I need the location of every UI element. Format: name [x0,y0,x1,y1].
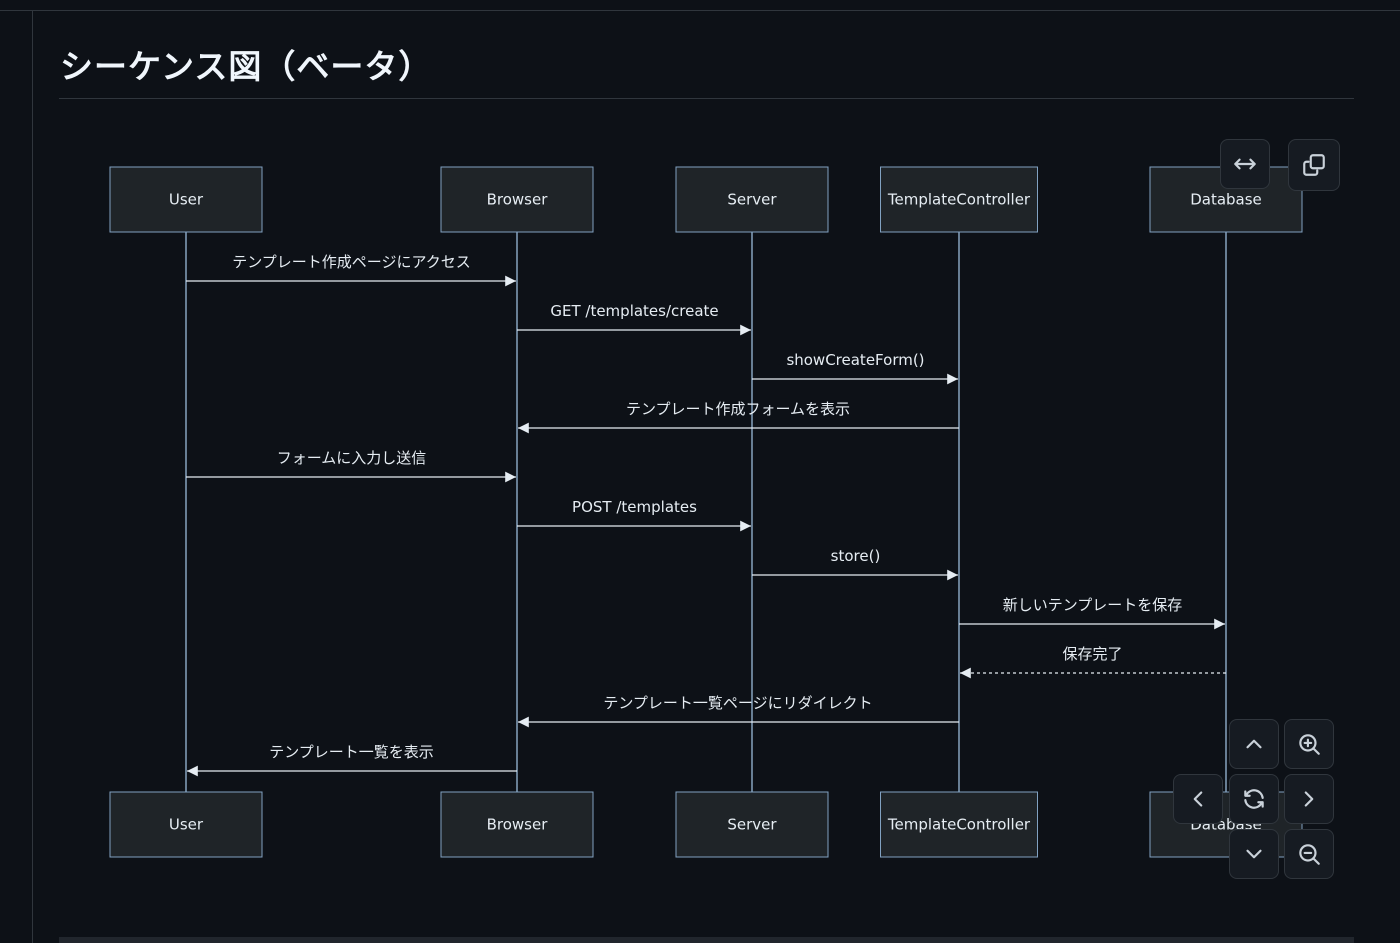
expand-icon [1234,158,1256,170]
pan-down-button[interactable] [1229,829,1279,879]
left-border [32,10,33,943]
message-label: 保存完了 [1062,645,1122,663]
message-9: 保存完了 [960,645,1226,679]
chevron-left-icon [1193,791,1203,807]
message-2: GET /templates/create [517,302,751,336]
pan-left-button[interactable] [1173,774,1223,824]
chevron-up-icon [1246,739,1262,749]
copy-button[interactable] [1288,139,1340,191]
top-border [0,0,1400,11]
pan-up-button[interactable] [1229,719,1279,769]
actor-box [675,791,829,858]
copy-icon [1303,154,1325,176]
pan-right-button[interactable] [1284,774,1334,824]
actor-browser-bottom: Browser [440,791,594,858]
actor-box [109,791,263,858]
actor-template-controller-bottom: TemplateController [880,791,1038,858]
reset-icon [1244,789,1264,809]
zoom-in-button[interactable] [1284,719,1334,769]
expand-button[interactable] [1220,139,1270,189]
chevron-down-icon [1246,849,1262,859]
actor-browser-top: Browser [440,166,594,233]
zoom-in-icon [1299,734,1320,755]
message-label: store() [831,547,881,565]
actor-box [109,166,263,233]
page-title: シーケンス図（ベータ） [60,47,433,86]
zoom-out-icon [1299,844,1320,865]
message-6: POST /templates [517,498,751,532]
chevron-right-icon [1304,791,1314,807]
actor-server-bottom: Server [675,791,829,858]
actor-label: User [169,191,204,209]
zoom-out-button[interactable] [1284,829,1334,879]
actor-label: Browser [487,191,549,209]
message-label: POST /templates [572,498,697,516]
message-label: フォームに入力し送信 [277,449,427,467]
actor-label: TemplateController [887,816,1031,834]
actor-label: Server [727,191,777,209]
message-label: テンプレート作成フォームを表示 [626,400,850,418]
message-label: GET /templates/create [550,302,718,320]
message-label: showCreateForm() [786,351,924,369]
actor-box [880,166,1038,233]
message-5: フォームに入力し送信 [186,449,516,483]
actor-box [675,166,829,233]
message-10: テンプレート一覧ページにリダイレクト [518,694,959,728]
message-label: テンプレート作成ページにアクセス [232,253,471,271]
reset-button[interactable] [1229,774,1279,824]
message-label: テンプレート一覧ページにリダイレクト [603,694,872,712]
actor-box [440,166,594,233]
message-1: テンプレート作成ページにアクセス [186,253,516,287]
actor-label: User [169,816,204,834]
actor-label: Database [1190,191,1262,209]
title-divider [59,98,1354,99]
message-7: store() [752,547,958,581]
actor-label: Browser [487,816,549,834]
actor-label: TemplateController [887,191,1031,209]
actor-box [440,791,594,858]
actor-user-bottom: User [109,791,263,858]
actor-box [880,791,1038,858]
actor-user-top: User [109,166,263,233]
message-label: テンプレート一覧を表示 [269,743,434,761]
actor-label: Server [727,816,777,834]
actor-template-controller-top: TemplateController [880,166,1038,233]
message-8: 新しいテンプレートを保存 [959,596,1225,630]
message-11: テンプレート一覧を表示 [187,743,517,777]
message-3: showCreateForm() [752,351,958,385]
message-4: テンプレート作成フォームを表示 [518,400,959,434]
actor-server-top: Server [675,166,829,233]
bottom-scroll-bar [59,937,1354,943]
message-label: 新しいテンプレートを保存 [1003,596,1183,614]
